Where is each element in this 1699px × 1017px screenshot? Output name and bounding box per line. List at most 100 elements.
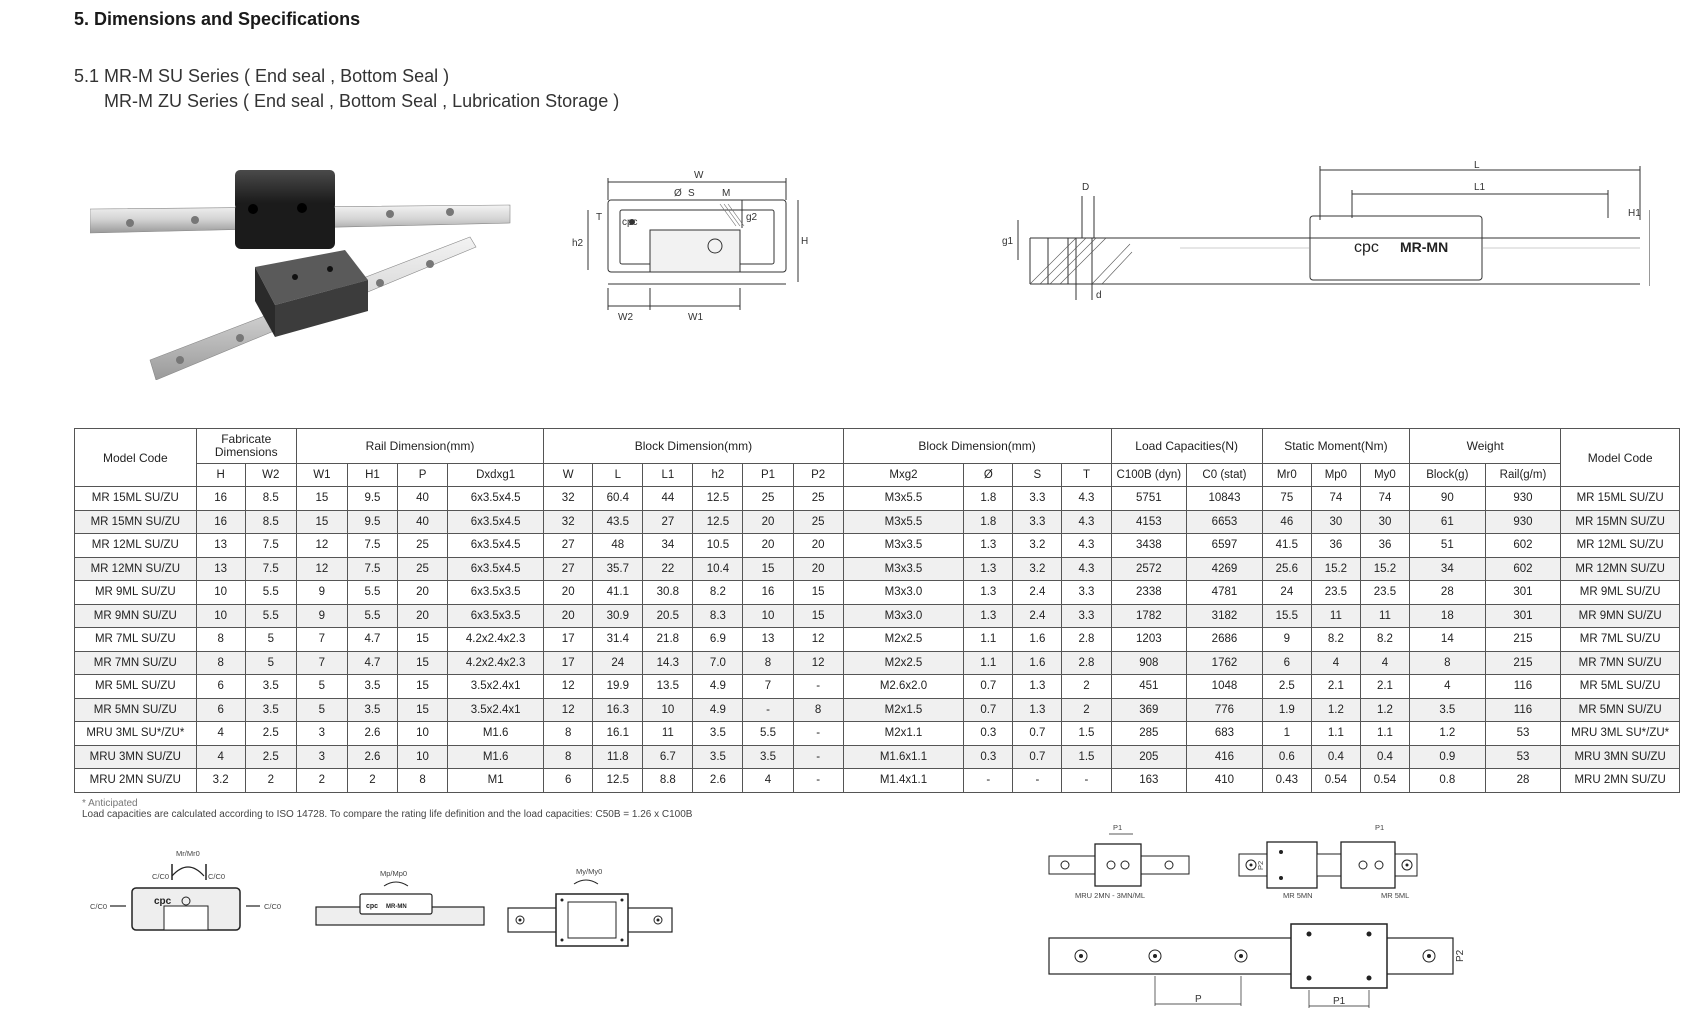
- spec-cell: 602: [1484, 533, 1562, 558]
- spec-cell: -: [792, 768, 844, 793]
- spec-cell: 6653: [1186, 509, 1263, 534]
- spec-cell: 1.8: [963, 486, 1014, 511]
- spec-cell: 0.54: [1359, 768, 1411, 793]
- spec-cell: 5: [295, 674, 348, 699]
- spec-cell: 11: [642, 721, 694, 746]
- spec-cell: 2.6: [346, 744, 399, 769]
- spec-cell: 20: [543, 603, 594, 628]
- side-dim-d: D: [1082, 182, 1089, 193]
- spec-cell: 3.3: [1012, 486, 1063, 511]
- cross-dim-h: H: [801, 236, 808, 247]
- spec-cell: M2x2.5: [842, 650, 965, 675]
- spec-cell: 6.7: [642, 744, 694, 769]
- sub-header-1: W2: [244, 463, 297, 487]
- spec-cell: 14: [1409, 627, 1486, 652]
- spec-cell: M1: [447, 768, 545, 793]
- spec-cell: 21.8: [642, 627, 694, 652]
- spec-cell: 15: [792, 580, 844, 605]
- model-code-cell: MR 15ML SU/ZU: [74, 486, 197, 511]
- caption-mru: MRU 2MN - 3MN/ML: [1075, 891, 1145, 900]
- model-code-cell: MR 12MN SU/ZU: [74, 556, 197, 581]
- spec-cell: 74: [1359, 486, 1411, 511]
- spec-cell: 2: [346, 768, 399, 793]
- spec-cell: 116: [1484, 674, 1562, 699]
- spec-cell: 0.3: [963, 744, 1014, 769]
- spec-cell: 23.5: [1359, 580, 1411, 605]
- header-fabricate: Fabricate Dimensions: [195, 428, 297, 464]
- pitch-mru: P1 MRU 2MN - 3MN/ML: [1048, 823, 1190, 900]
- spec-cell: 1.1: [963, 627, 1014, 652]
- spec-cell: 776: [1186, 697, 1263, 722]
- spec-cell: 2686: [1186, 627, 1263, 652]
- sub-header-13: Ø: [963, 463, 1014, 487]
- sub-header-14: S: [1012, 463, 1063, 487]
- moment-top: My/My0: [507, 867, 673, 947]
- label-c-left: C/C0: [90, 902, 107, 911]
- spec-cell: 1.6: [1012, 627, 1063, 652]
- spec-cell: 1782: [1110, 603, 1188, 628]
- spec-cell: 31.4: [592, 627, 644, 652]
- label-p2-a: P2: [1256, 861, 1265, 870]
- sub-header-4: P: [397, 463, 449, 487]
- spec-cell: 12: [792, 650, 844, 675]
- spec-cell: 3.5: [346, 674, 399, 699]
- footnote-load-note: Load capacities are calculated according…: [82, 809, 693, 820]
- spec-cell: 46: [1261, 509, 1312, 534]
- spec-cell: 4: [195, 721, 246, 746]
- sub-header-6: W: [543, 463, 594, 487]
- spec-cell: 8.2: [1310, 627, 1361, 652]
- spec-cell: 10843: [1186, 486, 1263, 511]
- spec-cell: 32: [543, 486, 594, 511]
- series-subtitle-2: MR-M ZU Series ( End seal , Bottom Seal …: [104, 91, 620, 111]
- model-code-cell: MR 9ML SU/ZU: [1560, 580, 1680, 605]
- spec-cell: 3.2: [1012, 533, 1063, 558]
- spec-cell: M1.4x1.1: [842, 768, 965, 793]
- model-code-cell: MR 15MN SU/ZU: [74, 509, 197, 534]
- spec-cell: 20: [397, 580, 449, 605]
- spec-cell: 4153: [1110, 509, 1188, 534]
- spec-cell: M1.6: [447, 744, 545, 769]
- spec-cell: 8.8: [642, 768, 694, 793]
- spec-cell: 10.5: [692, 533, 744, 558]
- spec-cell: 30: [1310, 509, 1361, 534]
- pitch-diagrams: P1 MRU 2MN - 3MN/ML P2 MR 5MN P1 MR 5ML: [1048, 823, 1465, 1008]
- spec-cell: 3.5: [692, 744, 744, 769]
- spec-cell: 7.5: [244, 556, 297, 581]
- spec-cell: 5.5: [346, 580, 399, 605]
- spec-cell: 8: [195, 627, 246, 652]
- spec-cell: 10: [397, 721, 449, 746]
- spec-cell: 15: [295, 486, 348, 511]
- spec-cell: 4: [195, 744, 246, 769]
- spec-cell: 2: [1061, 674, 1112, 699]
- spec-cell: 1048: [1186, 674, 1263, 699]
- spec-cell: 18: [1409, 603, 1486, 628]
- spec-cell: 416: [1186, 744, 1263, 769]
- spec-cell: 4.9: [692, 697, 744, 722]
- spec-cell: 3.3: [1012, 509, 1063, 534]
- spec-cell: M3x3.5: [842, 533, 965, 558]
- model-code-cell: MRU 2MN SU/ZU: [1560, 768, 1680, 793]
- spec-cell: 16.1: [592, 721, 644, 746]
- side-dim-l1: L1: [1474, 182, 1486, 193]
- spec-cell: 4.2x2.4x2.3: [447, 627, 545, 652]
- spec-cell: 13: [195, 533, 246, 558]
- spec-cell: 8.3: [692, 603, 744, 628]
- spec-cell: 12: [543, 697, 594, 722]
- sub-header-2: W1: [295, 463, 348, 487]
- spec-cell: 5.5: [742, 721, 794, 746]
- spec-cell: M1.6: [447, 721, 545, 746]
- spec-cell: 12: [295, 556, 348, 581]
- sub-header-19: Mp0: [1310, 463, 1361, 487]
- spec-cell: 6597: [1186, 533, 1263, 558]
- sub-header-3: H1: [346, 463, 399, 487]
- spec-cell: 2572: [1110, 556, 1188, 581]
- spec-cell: 0.43: [1261, 768, 1312, 793]
- spec-cell: 4.3: [1061, 533, 1112, 558]
- spec-cell: 40: [397, 509, 449, 534]
- header-moment: Static Moment(Nm): [1261, 428, 1411, 464]
- spec-cell: 7: [742, 674, 794, 699]
